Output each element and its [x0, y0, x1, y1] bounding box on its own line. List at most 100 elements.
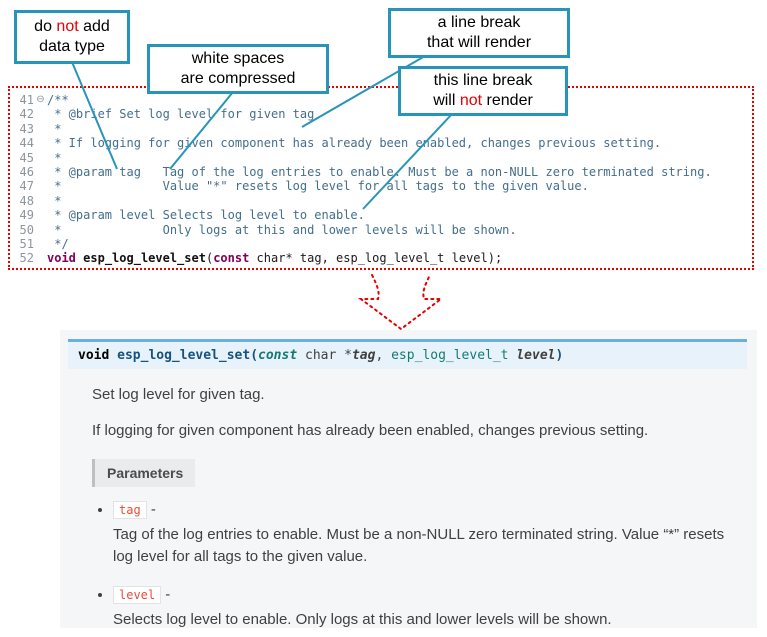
- code-editor-panel: 41⊖/**42 * @brief Set log level for give…: [8, 86, 754, 270]
- signature-segment: char *: [297, 348, 352, 363]
- code-segment: [76, 251, 83, 265]
- code-segment: *: [47, 150, 62, 165]
- param-separator: -: [161, 585, 171, 603]
- code-line: 52 void esp_log_level_set(const char* tag…: [12, 251, 752, 265]
- fold-gutter: [34, 136, 47, 150]
- param-separator: -: [146, 501, 156, 518]
- function-signature: void esp_log_level_set(const char *tag, …: [68, 339, 747, 369]
- code-line: 48 *: [12, 194, 752, 208]
- code-line: 45 *: [12, 151, 752, 165]
- line-number: 48: [19, 193, 34, 208]
- code-line: 43 *: [12, 122, 752, 136]
- fold-gutter: [34, 208, 47, 222]
- param-description: Selects log level to enable. Only logs a…: [113, 610, 612, 628]
- line-number: 49: [19, 208, 34, 223]
- signature-segment: ,: [375, 348, 392, 363]
- param-item: level - Selects log level to enable. Onl…: [113, 585, 741, 631]
- code-line: 47 * Value "*" resets log level for all …: [12, 179, 752, 193]
- param-name-chip: level: [113, 585, 162, 604]
- code-segment: * @param level Selects log level to enab…: [47, 208, 365, 223]
- callout-text: do not add: [34, 17, 110, 37]
- code-segment: (: [205, 251, 214, 266]
- signature-segment: const: [258, 348, 298, 363]
- fold-gutter: [34, 251, 47, 265]
- line-number: 44: [19, 136, 34, 151]
- line-number: 52: [19, 251, 34, 266]
- line-number: 46: [19, 165, 34, 180]
- fold-gutter: [34, 237, 47, 251]
- callout-text: a line break: [437, 13, 521, 31]
- param-item: tag - Tag of the log entries to enable. …: [113, 501, 741, 568]
- param-list: tag - Tag of the log entries to enable. …: [92, 501, 741, 630]
- fold-gutter: [34, 165, 47, 179]
- code-segment: void: [47, 251, 76, 266]
- callout-linebreak-not-render: this line break will not render: [398, 66, 568, 116]
- render-arrow: [358, 274, 444, 331]
- code-segment: * Only logs at this and lower levels wil…: [47, 222, 517, 237]
- signature-segment: ): [555, 348, 564, 363]
- doc-description: If logging for given component has alrea…: [92, 422, 649, 439]
- code-segment: char* tag, esp_log_level_t level);: [249, 251, 503, 266]
- code-line: 42 * @brief Set log level for given tag: [12, 107, 752, 121]
- code-segment: * Value "*" resets log level for all tag…: [47, 179, 589, 194]
- rendered-doc-panel: void esp_log_level_set(const char *tag, …: [60, 330, 757, 628]
- code-line: 51 */: [12, 237, 752, 251]
- callout-no-datatype: do not add data type: [14, 10, 130, 64]
- fold-gutter: [34, 122, 47, 136]
- fold-gutter: [34, 223, 47, 237]
- code-segment: * If logging for given component has alr…: [47, 136, 662, 151]
- callout-text: are compressed: [180, 70, 296, 87]
- param-head: level -: [113, 585, 741, 604]
- line-number: 51: [19, 237, 34, 252]
- signature-segment: tag: [351, 348, 376, 363]
- callout-text-emphasis: not: [459, 92, 483, 109]
- code-line: 50 * Only logs at this and lower levels …: [12, 223, 752, 237]
- signature-segment: level: [516, 348, 556, 363]
- fold-gutter: [34, 151, 47, 165]
- fold-gutter: [34, 179, 47, 193]
- callout-text: do: [34, 17, 57, 35]
- callout-text: white spaces: [191, 49, 285, 67]
- param-head: tag -: [113, 501, 741, 519]
- code-line: 41⊖/**: [12, 93, 752, 107]
- doc-content: Set log level for given tag. If logging …: [92, 384, 741, 630]
- parameters-label: Parameters: [92, 459, 196, 487]
- line-number: 45: [19, 150, 34, 165]
- code-segment: */: [47, 237, 69, 252]
- code-line: 46 * @param tag Tag of the log entries t…: [12, 165, 752, 179]
- doc-brief: Set log level for given tag.: [92, 386, 265, 403]
- fold-gutter: [34, 194, 47, 208]
- callout-whitespace-compressed: white spaces are compressed: [147, 44, 329, 94]
- callout-text: will not render: [433, 91, 533, 111]
- param-name-chip: tag: [113, 501, 147, 519]
- line-number: 41: [19, 93, 34, 107]
- callout-text: that will render: [426, 34, 532, 51]
- callout-text: render: [482, 92, 533, 109]
- signature-segment: esp_log_level_set: [117, 348, 251, 363]
- callout-text: will: [433, 92, 460, 109]
- code-segment: *: [47, 193, 62, 208]
- line-number: 50: [19, 222, 34, 237]
- fold-gutter: [34, 107, 47, 121]
- code-line: 44 * If logging for given component has …: [12, 136, 752, 150]
- callout-text-emphasis: not: [56, 17, 79, 35]
- line-number: 43: [19, 121, 34, 136]
- line-number: 47: [19, 179, 34, 194]
- callout-text: this line break: [433, 71, 533, 89]
- callout-linebreak-renders: a line break that will render: [388, 8, 570, 58]
- signature-segment: (: [250, 348, 259, 363]
- signature-segment: esp_log_level_t: [391, 348, 517, 363]
- code-segment: /**: [47, 93, 69, 107]
- code-segment: esp_log_level_set: [83, 251, 206, 266]
- fold-collapse-icon: ⊖: [36, 94, 45, 105]
- code-segment: const: [213, 251, 250, 266]
- callout-text: data type: [39, 38, 105, 55]
- line-number: 42: [19, 107, 34, 122]
- param-description: Tag of the log entries to enable. Must b…: [113, 526, 725, 565]
- signature-segment: void: [78, 348, 118, 363]
- code-lines: 41⊖/**42 * @brief Set log level for give…: [12, 93, 752, 266]
- code-segment: * @param tag Tag of the log entries to e…: [47, 165, 712, 180]
- code-line: 49 * @param level Selects log level to e…: [12, 208, 752, 222]
- code-segment: * @brief Set log level for given tag: [47, 107, 315, 122]
